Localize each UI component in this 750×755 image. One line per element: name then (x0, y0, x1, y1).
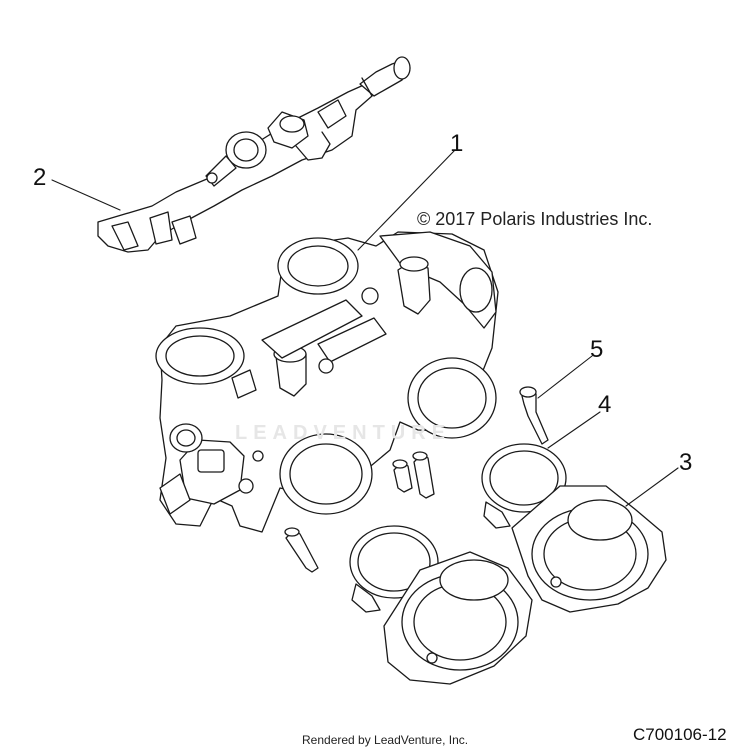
watermark-text: LEADVENTURE (235, 422, 452, 444)
callout-5: 5 (590, 336, 604, 363)
mounting-bolts (284, 386, 549, 573)
callout-1: 1 (450, 130, 464, 157)
leader-lines (51, 149, 679, 507)
rendered-by-credit: Rendered by LeadVenture, Inc. (302, 733, 469, 747)
diagram-id: C700106-12 (633, 725, 727, 744)
callout-3: 3 (679, 449, 693, 476)
throttle-body-assembly (155, 231, 499, 533)
hose-clamps (349, 443, 567, 613)
copyright-notice: © 2017 Polaris Industries Inc. (417, 209, 653, 229)
callout-2: 2 (33, 164, 47, 191)
callout-4: 4 (598, 391, 612, 418)
fuel-rail (97, 56, 411, 253)
intake-adapters (383, 485, 667, 685)
